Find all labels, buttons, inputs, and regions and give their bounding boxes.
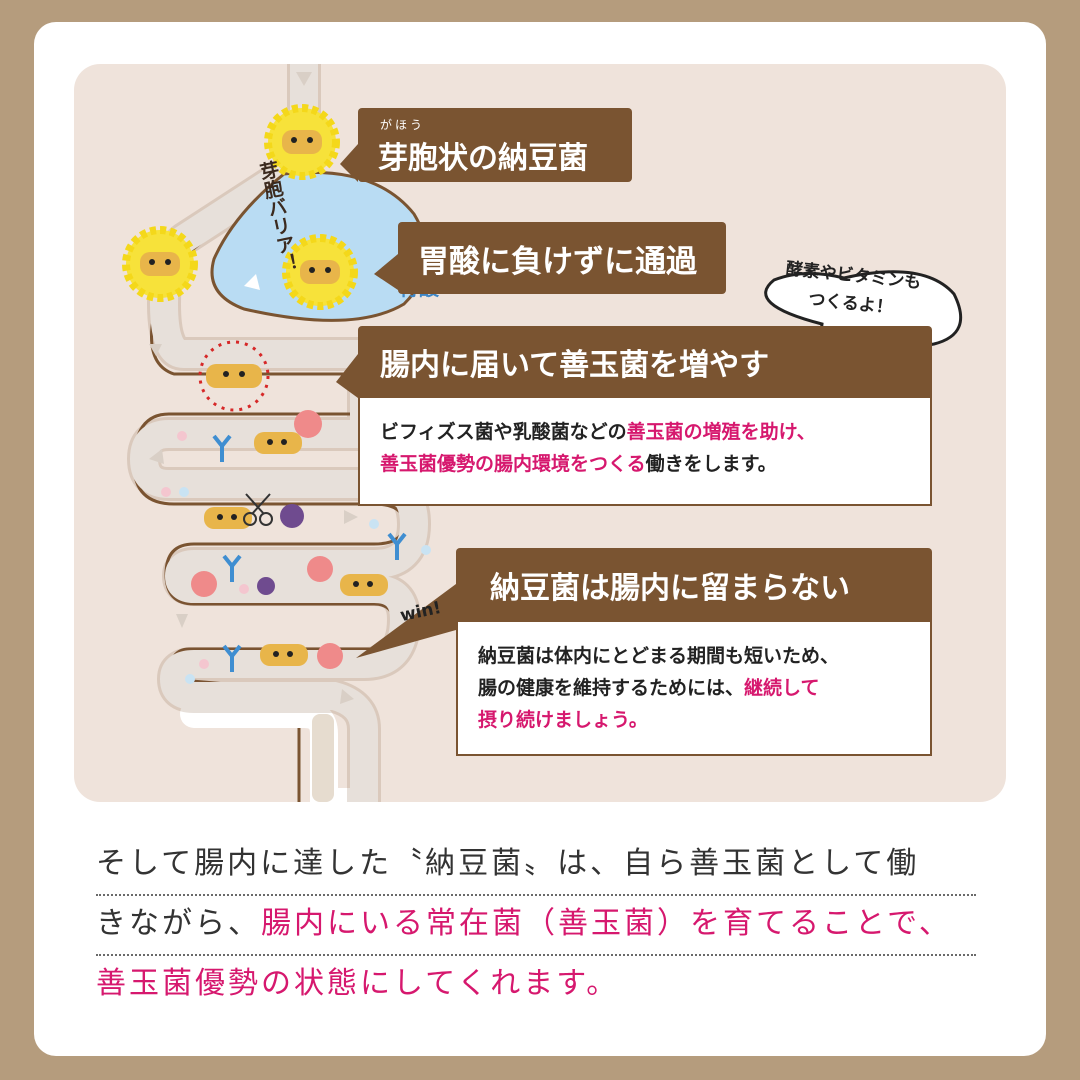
not-stay-body: 納豆菌は体内にとどまる期間も短いため、 腸の健康を維持するためには、継続して 摂… (456, 622, 932, 756)
summary-text-highlight: 腸内にいる常在菌（善玉菌）を育てることで、 (261, 906, 952, 941)
summary-line: 善玉菌優勢の状態にしてくれます。 (96, 956, 976, 1014)
natto-spore-icon (264, 104, 340, 180)
summary-line: そして腸内に達した〝納豆菌〟は、自ら善玉菌として働 (96, 836, 976, 896)
summary-line: きながら、腸内にいる常在菌（善玉菌）を育てることで、 (96, 896, 976, 956)
antibody-icon (222, 644, 242, 672)
callout-pointer (340, 144, 358, 182)
bad-bacteria-icon (257, 577, 275, 595)
natto-spore-icon (282, 234, 358, 310)
summary-text-highlight: 善玉菌優勢の状態にしてくれます。 (96, 966, 620, 1001)
body-text: 納豆菌は体内にとどまる期間も短いため、 (478, 645, 840, 667)
natto-bacteria-icon (340, 574, 388, 596)
antibody-icon (222, 554, 242, 582)
body-text: ビフィズス菌や乳酸菌などの (380, 421, 627, 443)
flow-arrow-icon (340, 689, 354, 704)
digestive-tract-illustration (122, 64, 963, 802)
ruby-reading: がほう (380, 118, 426, 132)
summary-text-plain: きながら、 (96, 906, 261, 941)
pass-stomach-tag: 胃酸に負けずに通過 (398, 222, 726, 294)
flow-arrow-icon (176, 614, 188, 628)
flow-arrow-icon (344, 510, 358, 524)
body-text: 腸の健康を維持するためには、 (478, 677, 745, 699)
body-highlight: 摂り続けましょう。 (478, 709, 648, 731)
natto-bacteria-icon (204, 507, 252, 529)
antibody-icon (212, 434, 232, 462)
good-bacteria-icon (307, 556, 333, 582)
summary-text: そして腸内に達した〝納豆菌〟は、自ら善玉菌として働 きながら、腸内にいる常在菌（… (96, 836, 976, 1014)
flow-arrow-icon (149, 449, 164, 464)
body-line: 善玉菌優勢の腸内環境をつくる働きをします。 (380, 448, 930, 480)
intestine-tube (129, 64, 429, 802)
summary-text-plain: そして腸内に達した〝納豆菌〟は、自ら善玉菌として働 (96, 846, 920, 881)
good-bacteria-icon (317, 643, 343, 669)
natto-spore-icon (122, 226, 198, 302)
stool-shape (312, 714, 334, 802)
reach-intestine-body: ビフィズス菌や乳酸菌などの善玉菌の増殖を助け、 善玉菌優勢の腸内環境をつくる働き… (358, 398, 932, 506)
natto-bacteria-icon (260, 644, 308, 666)
tag-text: 胃酸に負けずに通過 (418, 243, 697, 280)
body-highlight: 善玉菌優勢の腸内環境をつくる (380, 453, 646, 475)
reach-intestine-tag: 腸内に届いて善玉菌を増やす (358, 326, 932, 398)
intestine-shadow (126, 64, 432, 802)
body-line: ビフィズス菌や乳酸菌などの善玉菌の増殖を助け、 (380, 416, 930, 448)
antibody-icon (387, 532, 407, 560)
body-line: 腸の健康を維持するためには、継続して (478, 672, 930, 704)
not-stay-tag: 納豆菌は腸内に留まらない (456, 548, 932, 622)
good-bacteria-icon (294, 410, 322, 438)
bad-bacteria-icon (280, 504, 304, 528)
body-highlight: 継続して (744, 677, 820, 699)
body-line: 納豆菌は体内にとどまる期間も短いため、 (478, 640, 930, 672)
callout-pointer (374, 254, 398, 290)
good-bacteria-icon (191, 571, 217, 597)
tag-text: 芽胞状の納豆菌 (378, 141, 588, 176)
body-text: 働きをします。 (645, 453, 777, 475)
tag-text: 納豆菌は腸内に留まらない (490, 571, 850, 606)
tag-text: 腸内に届いて善玉菌を増やす (380, 348, 770, 383)
flow-arrow-icon (296, 72, 312, 86)
body-line: 摂り続けましょう。 (478, 704, 930, 736)
body-highlight: 善玉菌の増殖を助け、 (626, 421, 816, 443)
flow-arrow-icon (149, 344, 162, 356)
spore-natto-tag: がほう 芽胞状の納豆菌 (358, 108, 632, 182)
scissors-icon (243, 493, 273, 526)
flow-arrow-icon (244, 274, 260, 290)
natto-bacteria-icon (254, 432, 302, 454)
natto-bacteria-active-icon (198, 340, 270, 412)
callout-pointer (336, 354, 358, 398)
callout-pointer (356, 584, 456, 658)
